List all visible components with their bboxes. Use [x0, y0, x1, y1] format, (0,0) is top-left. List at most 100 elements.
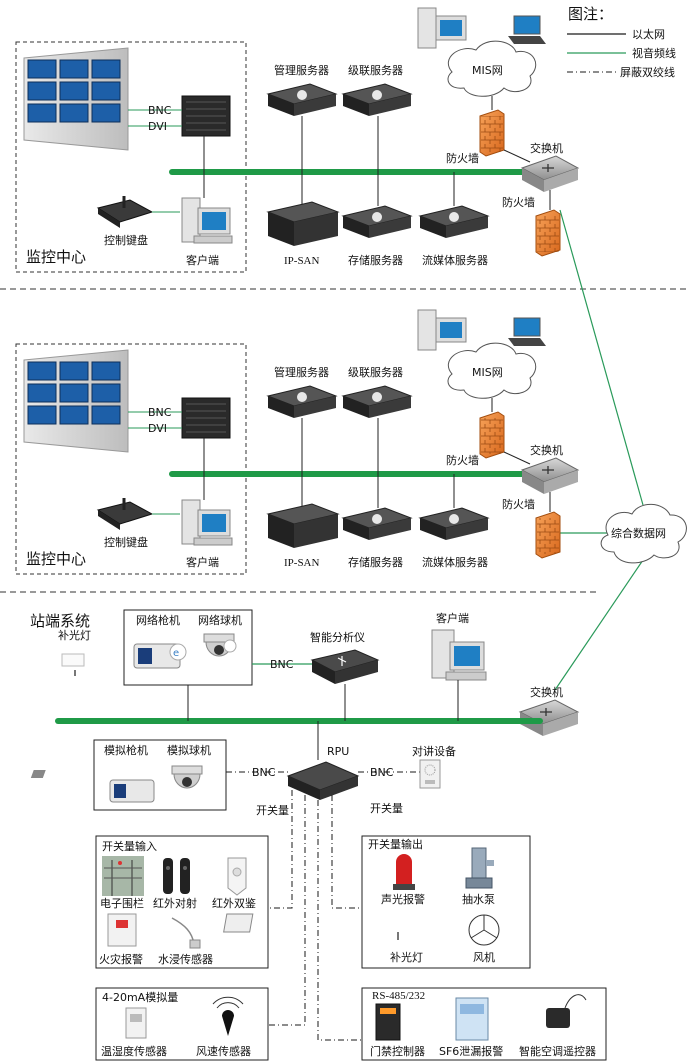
ipsan-label: IP-SAN [284, 255, 320, 267]
analyzer-label: 智能分析仪 [310, 630, 365, 644]
switch-label: 交换机 [530, 141, 563, 155]
keyboard-label: 控制键盘 [104, 233, 148, 247]
network-dome-camera-icon [203, 633, 237, 657]
analyzer-icon [310, 649, 380, 684]
analog-input-box [95, 987, 269, 1061]
access-controller-icon [375, 1003, 401, 1041]
fan-icon [468, 914, 500, 946]
water-sensor-icon [171, 917, 201, 949]
mgmt-server-label: 管理服务器 [274, 365, 329, 379]
center-box [15, 41, 247, 273]
station-system: 站端系统 补光灯 网络枪机 网络球机 e BNC 智能分析仪 [30, 609, 607, 1061]
switch-output-box [361, 835, 531, 969]
rs-item-1: 门禁控制器 [370, 1044, 425, 1058]
input-item-3: 红外双鉴 [212, 897, 256, 910]
mis-network-cloud [447, 40, 537, 97]
fire-alarm-icon [107, 913, 137, 947]
video-processor-icon [181, 95, 231, 137]
keyboard-label: 控制键盘 [104, 535, 148, 549]
temp-humidity-sensor-icon [125, 1007, 147, 1039]
mis-laptop-icon [508, 15, 546, 44]
fill-light-icon [61, 653, 85, 676]
center-box [15, 343, 247, 575]
station-switch-label: 交换机 [530, 685, 563, 699]
bnc-label: BNC [148, 406, 172, 419]
electric-fence-icon [102, 856, 144, 896]
output-item-1: 声光报警 [381, 892, 425, 906]
mgmt-server-icon [266, 83, 338, 116]
water-pump-icon [465, 847, 494, 889]
fill-light-output-icon [223, 913, 399, 940]
output-item-4: 风机 [473, 950, 495, 964]
firewall-bottom-icon [535, 209, 561, 257]
intercom-label: 对讲设备 [412, 744, 456, 758]
mis-desktop-icon [417, 309, 467, 351]
output-box-title: 开关量输出 [368, 837, 423, 851]
video-processor-icon [181, 397, 231, 439]
switch-label: 交换机 [530, 443, 563, 457]
client-label: 客户端 [186, 253, 219, 267]
legend-title: 图注： [568, 5, 613, 23]
network-gun-camera-icon: e [133, 643, 187, 669]
ipsan-icon [266, 201, 340, 246]
svg-text:e: e [173, 648, 179, 659]
storage-server-label: 存储服务器 [348, 253, 403, 267]
video-wall-icon [23, 47, 129, 151]
switch-qty-left-label: 开关量 [256, 803, 289, 817]
firewall-top-icon [479, 411, 505, 459]
analog-dome-label: 模拟球机 [167, 743, 211, 757]
client-computer-icon [181, 197, 233, 244]
sound-light-alarm-icon [393, 854, 415, 890]
input-item-2: 红外对射 [153, 896, 197, 910]
output-item-2: 抽水泵 [462, 892, 495, 906]
firewall-bottom-label: 防火墙 [502, 497, 535, 511]
rs-item-3: 智能空调遥控器 [519, 1044, 596, 1058]
control-keyboard-icon [96, 498, 154, 530]
mgmt-server-label: 管理服务器 [274, 63, 329, 77]
input-item-4: 火灾报警 [99, 952, 143, 966]
dvi-label: DVI [148, 120, 167, 133]
mis-network-cloud [447, 342, 537, 399]
mis-desktop-icon [417, 7, 467, 49]
legend: 图注： 以太网 视音频线 屏蔽双绞线 [567, 5, 676, 79]
input-item-5: 水浸传感器 [158, 953, 213, 966]
rpu-label: RPU [327, 745, 349, 758]
sf6-alarm-icon [455, 997, 489, 1041]
switch-icon [520, 457, 580, 494]
input-item-1: 电子围栏 [100, 896, 144, 910]
control-keyboard-icon [96, 196, 154, 228]
firewall-bottom-icon [535, 511, 561, 559]
data-network-cloud: 综合数据网 [600, 503, 687, 564]
bnc-label: BNC [148, 104, 172, 117]
monitoring-center-label: 监控中心 [26, 248, 86, 266]
streaming-server-icon [418, 507, 490, 540]
streaming-server-label: 流媒体服务器 [422, 253, 488, 267]
client-computer-icon [181, 499, 233, 546]
cascade-server-label: 级联服务器 [348, 366, 403, 379]
firewall-bottom-label: 防火墙 [502, 195, 535, 209]
wind-speed-sensor-icon [212, 996, 244, 1036]
bnc-right-label: BNC [370, 766, 394, 779]
client-label: 客户端 [186, 555, 219, 569]
streaming-server-icon [418, 205, 490, 238]
streaming-server-label: 流媒体服务器 [422, 555, 488, 569]
storage-server-label: 存储服务器 [348, 555, 403, 569]
network-gun-label: 网络枪机 [136, 613, 180, 627]
ipsan-icon [266, 503, 340, 548]
station-title: 站端系统 [30, 612, 90, 630]
network-dome-label: 网络球机 [198, 613, 242, 627]
mis-label: MIS网 [472, 64, 503, 77]
fill-light-label: 补光灯 [58, 628, 91, 642]
link-datanet-station [554, 559, 644, 691]
storage-server-icon [341, 205, 413, 238]
mis-laptop-icon [508, 317, 546, 346]
input-box-title: 开关量输入 [102, 839, 157, 853]
legend-label-av: 视音频线 [632, 46, 676, 60]
legend-label-ethernet: 以太网 [632, 28, 665, 41]
switch-icon [520, 155, 580, 192]
rpu-cabling [268, 790, 362, 1041]
output-item-3: 补光灯 [390, 950, 423, 964]
